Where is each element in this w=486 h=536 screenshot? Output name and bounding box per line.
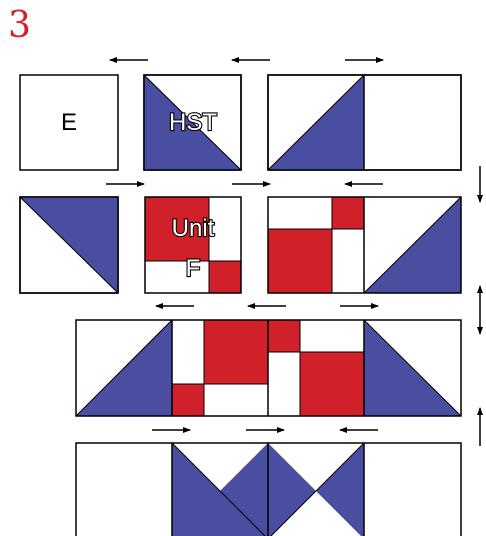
unit-f-square: Unit F: [144, 196, 242, 294]
row2-hst-left: [19, 196, 119, 294]
unit-e-label: E: [61, 109, 77, 136]
row-4: [75, 442, 462, 536]
unit-f-label-line2: F: [186, 255, 201, 282]
hst-label: HST: [169, 109, 217, 136]
step-number: 3: [8, 5, 31, 46]
row2-unitf-hst-pair: [267, 196, 462, 294]
row-3: [75, 319, 462, 417]
unit-e-square: E: [19, 74, 119, 171]
hst-square: HST: [143, 74, 242, 171]
row-1: E HST: [19, 74, 462, 171]
row-2: Unit F: [19, 196, 462, 294]
unit-f-label-line1: Unit: [172, 215, 215, 242]
row1-hst-pair: [267, 74, 462, 171]
pressing-arrows: [106, 57, 483, 446]
